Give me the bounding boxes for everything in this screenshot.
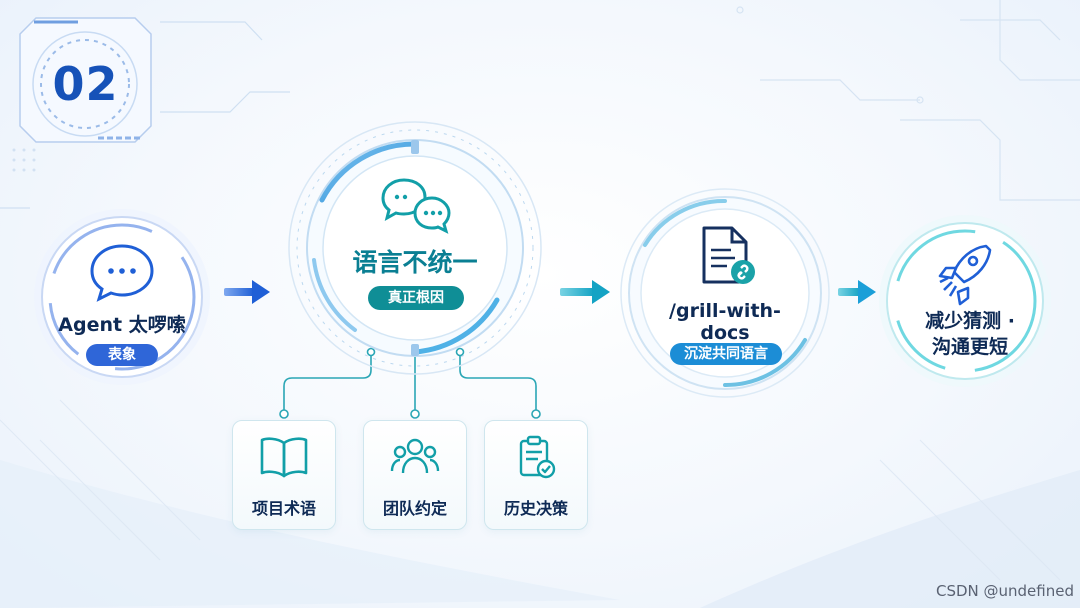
arrow-2	[560, 280, 610, 304]
grill-node-tag: 沉淀共同语言	[670, 343, 782, 365]
cause-box-history: 历史决策	[484, 420, 588, 530]
agent-node-tag: 表象	[86, 344, 158, 366]
team-icon	[390, 438, 440, 474]
section-number: 02	[52, 57, 119, 111]
arrow-3	[838, 280, 876, 304]
conversation-icon	[381, 178, 451, 234]
cause-label-terms: 项目术语	[251, 499, 316, 518]
grill-node-title: /grill-with-docs	[669, 300, 781, 344]
result-node-line2: 沟通更短	[931, 336, 1008, 358]
agent-node-title: Agent 太啰嗦	[58, 314, 186, 336]
core-node-tag: 真正根因	[368, 286, 464, 310]
rocket-icon	[938, 244, 992, 306]
result-node-line1: 减少猜测 ·	[925, 310, 1015, 332]
cause-box-terms: 项目术语	[232, 420, 336, 530]
cause-label-team: 团队约定	[382, 499, 447, 518]
arrow-1	[224, 280, 270, 304]
watermark: CSDN @undefined	[935, 582, 1074, 600]
cause-box-team: 团队约定	[363, 420, 467, 530]
section-badge-frame	[19, 17, 152, 143]
core-node-title: 语言不统一	[352, 248, 478, 277]
clipboard-check-icon	[519, 435, 556, 479]
document-link-icon	[702, 226, 755, 284]
book-icon	[260, 437, 308, 478]
cause-label-history: 历史决策	[503, 499, 568, 518]
